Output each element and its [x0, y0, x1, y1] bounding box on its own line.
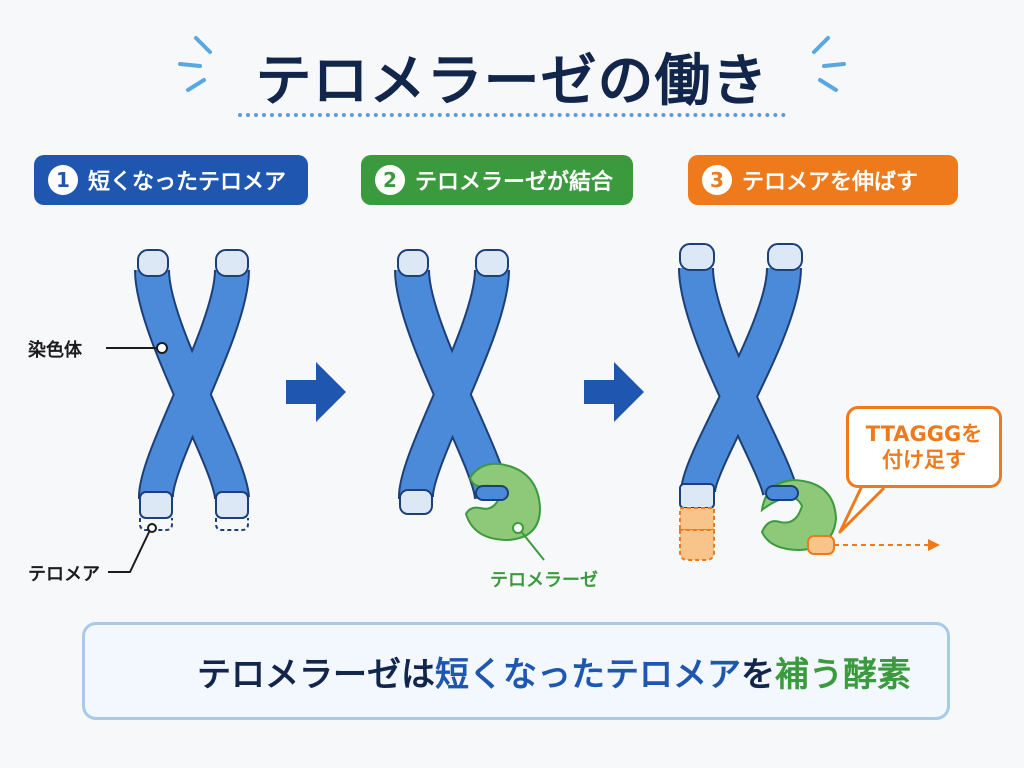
telomere-cap	[397, 249, 429, 277]
callout-box: TTAGGGを 付け足す	[846, 406, 1002, 488]
summary-part-1: テロメラーゼは	[197, 654, 435, 695]
telomerase-leader	[519, 529, 545, 561]
right-arrow-icon	[286, 362, 346, 422]
telomere-label: テロメア	[28, 564, 100, 585]
step-2-badge: 2 テロメラーゼが結合	[361, 155, 633, 205]
summary-box: テロメラーゼは 短くなったテロメア を 補う酵素	[82, 622, 950, 720]
callout-line-1: TTAGGGを	[865, 421, 983, 446]
right-arrow-icon	[584, 362, 644, 422]
summary-part-3: を	[741, 654, 775, 695]
step-1-badge: 1 短くなったテロメア	[34, 155, 308, 205]
new-sequence	[807, 535, 835, 555]
new-telomere	[679, 507, 715, 531]
telomere-cap	[475, 249, 509, 277]
summary-part-4: 補う酵素	[775, 654, 911, 695]
summary-text: テロメラーゼは 短くなったテロメア を 補う酵素	[197, 625, 911, 717]
chromosome-3	[678, 243, 940, 561]
telomere-cap	[679, 243, 715, 271]
summary-part-2: 短くなったテロメア	[435, 654, 741, 695]
telomere-cap	[215, 491, 249, 519]
lost-telomere	[215, 518, 249, 531]
telomere-leader	[108, 529, 151, 573]
telomerase-enzyme	[464, 462, 542, 542]
chromosome-2	[394, 249, 542, 542]
telomere-cap	[767, 243, 803, 271]
telomere-cap	[679, 483, 715, 509]
callout-line-2: 付け足す	[882, 448, 966, 472]
lost-telomere	[139, 518, 173, 531]
step-1-label: 短くなったテロメア	[88, 170, 287, 195]
step-3-number: 3	[702, 165, 732, 195]
step-3-label: テロメアを伸ばす	[742, 170, 919, 195]
step-2-label: テロメラーゼが結合	[415, 170, 614, 195]
sparkle-left-icon	[178, 36, 212, 92]
chromosome-1	[134, 249, 250, 531]
telomerase-label: テロメラーゼ	[490, 570, 598, 591]
step-1-number: 1	[48, 165, 78, 195]
step-2-number: 2	[375, 165, 405, 195]
telomere-cap	[137, 249, 169, 277]
sparkle-right-icon	[812, 36, 846, 92]
telomere-cap	[215, 249, 249, 277]
new-telomere	[679, 529, 715, 561]
page-title: テロメラーゼの働き	[255, 49, 769, 114]
callout-tail	[838, 485, 886, 534]
telomere-cap	[399, 489, 433, 515]
telomere-cap	[139, 491, 173, 519]
step-3-badge: 3 テロメアを伸ばす	[688, 155, 958, 205]
title-underline	[238, 113, 786, 117]
chromosome-label: 染色体	[28, 340, 82, 361]
